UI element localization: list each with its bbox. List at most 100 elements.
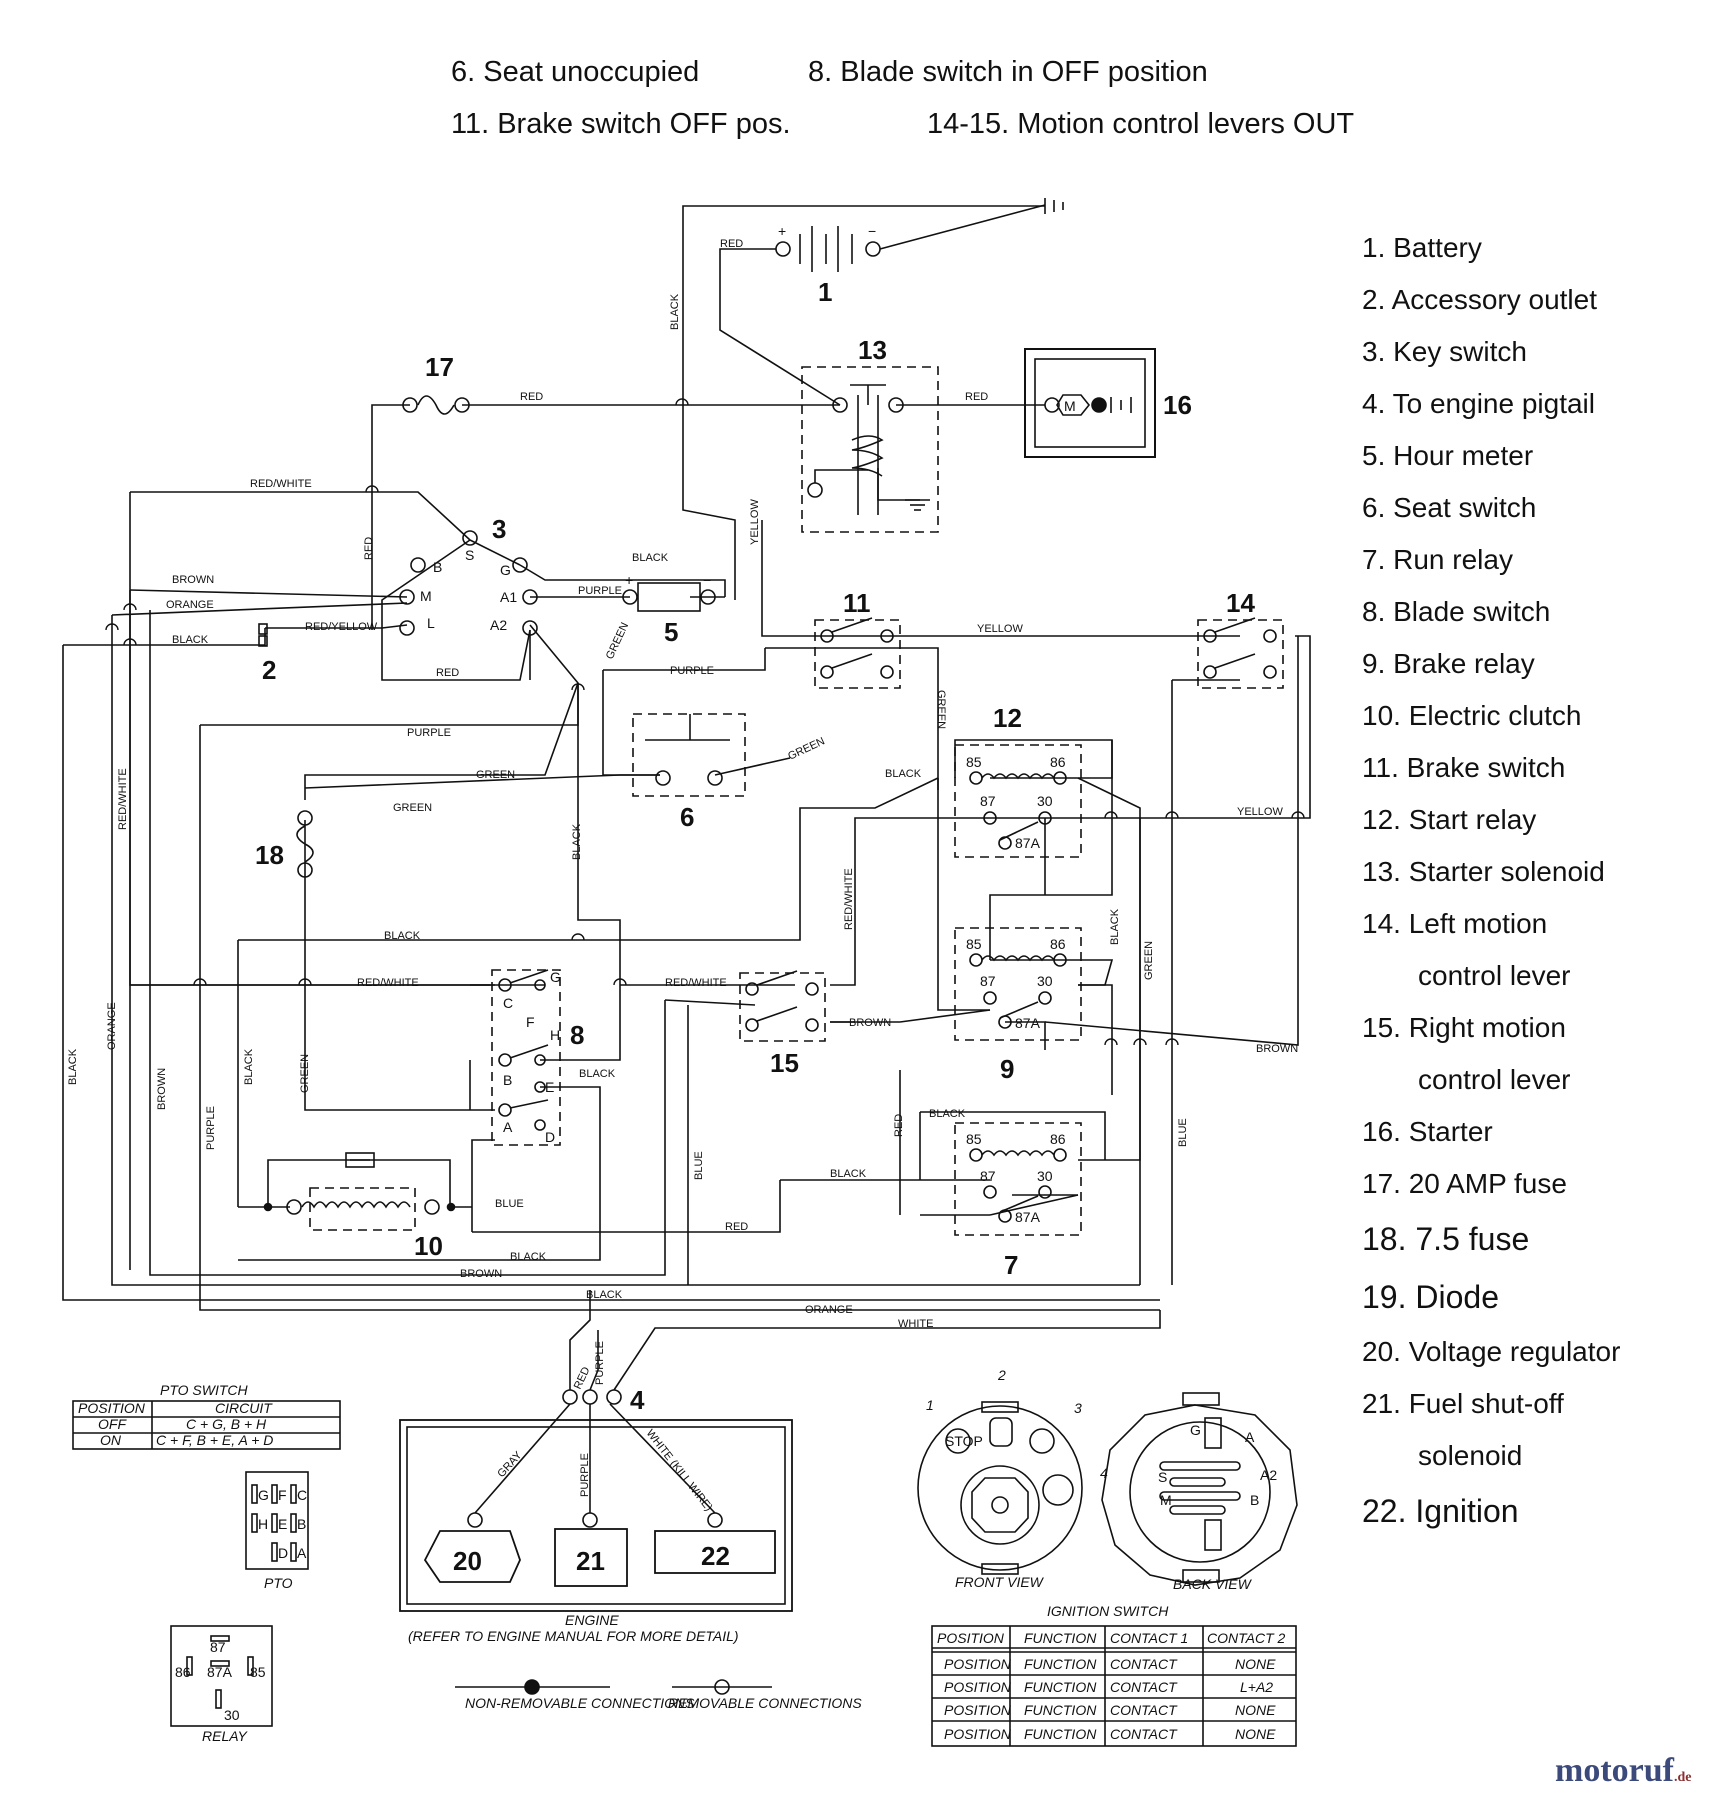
relay-pin-87a: 87A [207,1664,233,1680]
front-terminal-2: 2 [997,1367,1006,1383]
back-terminal-a: A [1245,1429,1255,1445]
condition-seat: 6. Seat unoccupied [451,56,700,88]
relay9-pin-85: 85 [966,936,982,952]
pto-row-off-circuit: C + G, B + H [186,1416,267,1432]
wire-label-black: BLACK [172,634,209,646]
ign-cell: NONE [1235,1702,1276,1718]
brake-switch [814,617,901,689]
relay-pin-87: 87 [210,1639,226,1655]
wire-label-gray: GRAY [495,1449,525,1480]
legend-item: 15. Right motion [1362,1012,1566,1043]
wire-label-black: BLACK [632,552,669,564]
wire-label-green: GREEN [935,690,947,729]
starter-solenoid [801,366,939,533]
wire-label-orange: ORANGE [805,1304,853,1316]
front-terminal-4: 4 [1100,1465,1108,1481]
stop-label: STOP [945,1433,983,1449]
number-18: 18 [255,840,284,870]
pto-header-position: POSITION [78,1400,146,1416]
wire-label-black: BLACK [929,1108,966,1120]
relay12-pin-85: 85 [966,754,982,770]
ign-header-function: FUNCTION [1024,1630,1097,1646]
ign-cell: POSITION [944,1726,1012,1742]
relay-pin-85: 85 [250,1664,266,1680]
wire-label-purple: PURPLE [594,1341,606,1385]
legend-item: 17. 20 AMP fuse [1362,1168,1567,1199]
ignition-back-view: G A S A2 M B [1101,1392,1298,1586]
wire-label-black: BLACK [885,768,922,780]
pto-pin-h: H [258,1516,268,1532]
starter-m-label: M [1064,398,1076,414]
battery-plus-sign: + [778,223,786,239]
back-view-label: BACK VIEW [1173,1576,1253,1592]
number-20: 20 [453,1546,482,1576]
component-legend: 1. Battery 2. Accessory outlet 3. Key sw… [1362,222,1702,1540]
ign-cell: CONTACT [1110,1702,1178,1718]
key-switch: B S G M A1 L A2 [399,530,538,636]
wire-label-red: RED [572,1365,593,1391]
key-terminal-a1: A1 [500,589,517,605]
non-removable-label: NON-REMOVABLE CONNECTIONS [465,1695,695,1711]
wire-label-blue: BLUE [1177,1118,1189,1147]
fuse-20amp [402,395,470,415]
key-terminal-a2: A2 [490,617,507,633]
hour-meter-plus: + [625,572,633,588]
electric-clutch [263,1152,456,1231]
relay-pin-30: 30 [224,1707,240,1723]
wire-label-green: GREEN [1143,941,1155,980]
number-17: 17 [425,352,454,382]
tables-text: PTO SWITCH POSITION CIRCUIT OFF C + G, B… [78,1367,1286,1744]
legend-item: 9. Brake relay [1362,648,1535,679]
number-5: 5 [664,617,678,647]
legend-item-continued: control lever [1418,1064,1571,1095]
fuse-7-5 [296,810,314,878]
wire-label-green: GREEN [604,621,631,662]
ign-cell: FUNCTION [1024,1656,1097,1672]
wire-label-black: BLACK [67,1048,79,1085]
legend-item: 1. Battery [1362,232,1482,263]
blade-switch: G C F H B E A D [491,969,561,1146]
relay7-pin-87: 87 [980,1168,996,1184]
pto-table-title: PTO SWITCH [160,1382,249,1398]
back-terminal-m: M [1160,1492,1172,1508]
relay7-pin-85: 85 [966,1131,982,1147]
wire-label-green: GREEN [476,769,515,781]
relay12-pin-86: 86 [1050,754,1066,770]
number-10: 10 [414,1231,443,1261]
number-21: 21 [576,1546,605,1576]
wire-label-brown: BROWN [849,1017,891,1029]
key-terminal-m: M [420,588,432,604]
ign-cell: NONE [1235,1726,1276,1742]
relay9-pin-30: 30 [1037,973,1053,989]
relay9-pin-86: 86 [1050,936,1066,952]
engine-pigtail [562,1389,622,1405]
legend-item: 13. Starter solenoid [1362,856,1605,887]
legend-item-continued: solenoid [1418,1440,1523,1471]
ign-cell: FUNCTION [1024,1702,1097,1718]
wire-label-white-kill: WHITE (KILL WIRE) [644,1427,715,1513]
relay-pinout [170,1625,273,1727]
wire-label-red: RED [363,537,375,560]
number-2: 2 [262,655,276,685]
wire-label-purple: PURPLE [578,585,622,597]
number-15: 15 [770,1048,799,1078]
removable-label: REMOVABLE CONNECTIONS [668,1695,862,1711]
front-terminal-3: 3 [1074,1400,1082,1416]
wire-label-black: BLACK [384,930,421,942]
legend-item: 11. Brake switch [1362,752,1566,783]
left-motion-switch [1197,617,1284,689]
legend-item: 14. Left motion [1362,908,1548,939]
wire-label-yellow: YELLOW [1237,806,1283,818]
pto-switch-table [72,1400,341,1450]
legend-item: 4. To engine pigtail [1362,388,1595,419]
wire-label-black: BLACK [586,1289,623,1301]
pto-pin-e: E [278,1516,287,1532]
blade-terminal-e: E [545,1079,554,1095]
key-terminal-s: S [465,547,474,563]
ign-cell: CONTACT [1110,1656,1178,1672]
blade-terminal-h: H [550,1027,560,1043]
blade-terminal-d: D [545,1129,555,1145]
ign-cell: CONTACT [1110,1726,1178,1742]
number-9: 9 [1000,1054,1014,1084]
